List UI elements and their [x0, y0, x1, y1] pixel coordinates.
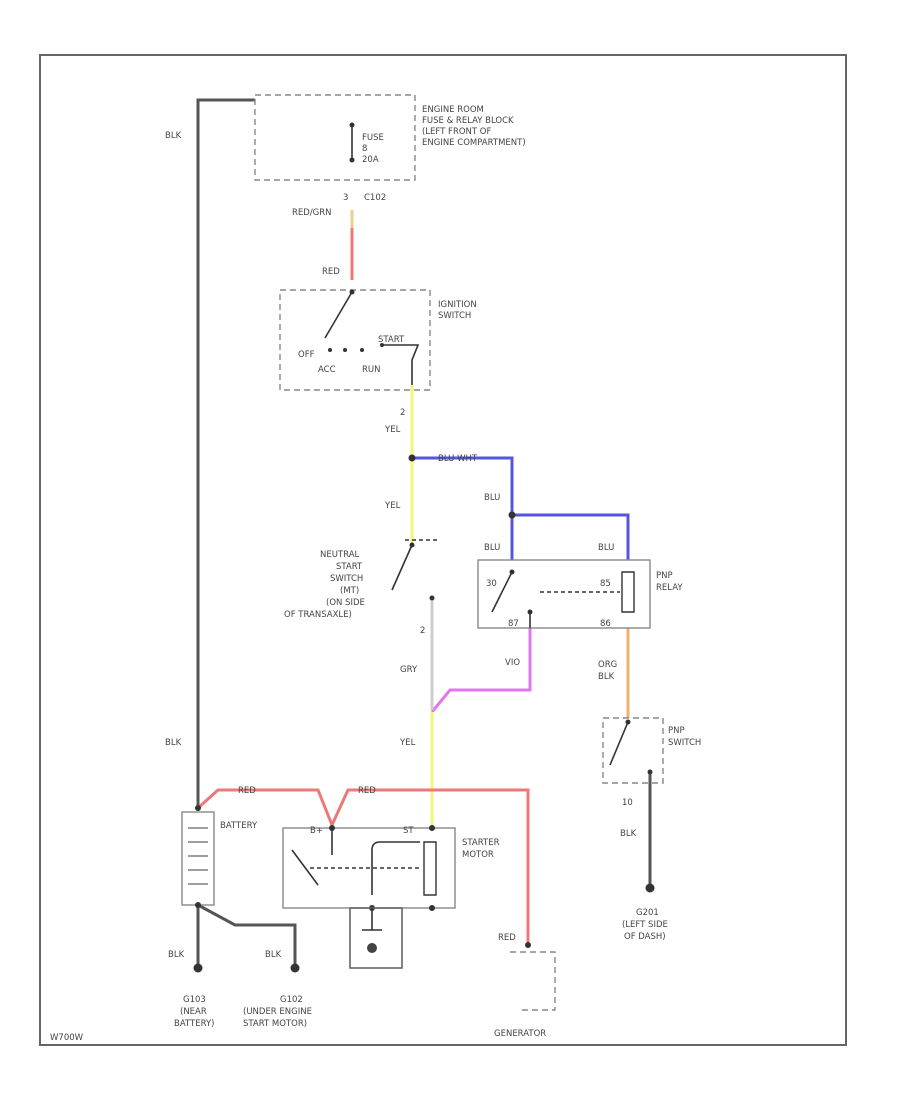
ground-g201-label-3: OF DASH) — [624, 932, 666, 942]
figure-id: W700W — [50, 1033, 84, 1043]
ign-pos-start: START — [378, 335, 405, 345]
ground-g102-label-3: START MOTOR) — [243, 1019, 307, 1029]
ground-g201-icon — [645, 883, 655, 893]
wire-blk-gnd2-label: BLK — [265, 950, 282, 960]
ground-g102-label-1: G102 — [280, 995, 303, 1005]
wire-red-ign-label: RED — [322, 267, 340, 277]
wire-vio-label: VIO — [505, 658, 520, 668]
relay-pin-30: 30 — [486, 579, 497, 589]
wire-blu-relay-86 — [512, 513, 630, 560]
ignition-switch-label-1: IGNITION — [438, 300, 477, 310]
relay-label-1: PNP — [656, 571, 673, 581]
splice-blu — [508, 511, 516, 519]
ground-g103-label-3: BATTERY) — [174, 1019, 214, 1029]
ground-g103-label-2: (NEAR — [180, 1007, 207, 1017]
ground-g103-label-1: G103 — [183, 995, 206, 1005]
wire-blk-g102 — [197, 903, 297, 965]
battery — [181, 811, 215, 906]
pin-pnp-label: 10 — [622, 798, 633, 808]
fuse-block-label-2: FUSE & RELAY BLOCK — [422, 116, 514, 126]
wire-blu-2-label: BLU — [484, 543, 500, 553]
wire-blk-main — [196, 98, 255, 808]
neutral-switch-label-1: NEUTRAL — [320, 550, 360, 560]
ground-g201-label-2: (LEFT SIDE — [622, 920, 668, 930]
ign-pos-off: OFF — [298, 350, 315, 360]
wire-red-2-label: RED — [358, 786, 376, 796]
pnp-switch-label-1: PNP — [668, 726, 685, 736]
pnp-switch-label-2: SWITCH — [668, 738, 701, 748]
starter-label-2: MOTOR — [462, 850, 494, 860]
starter-pin-st: ST — [403, 826, 414, 836]
ground-g102-icon — [290, 963, 300, 973]
wire-blk-pnp-label: BLK — [620, 829, 637, 839]
starter-label-1: STARTER — [462, 838, 500, 848]
fuse-label-1: FUSE — [362, 133, 384, 143]
neutral-switch-label-3: SWITCH — [330, 574, 363, 584]
ground-g102-label-2: (UNDER ENGINE — [243, 1007, 312, 1017]
pin-ign-label: 2 — [400, 408, 405, 418]
wire-red-1-label: RED — [238, 786, 256, 796]
neutral-switch-label-2: START — [336, 562, 363, 572]
starter-pin-b: B+ — [310, 826, 323, 836]
wire-blk-left-top-label: BLK — [165, 131, 182, 141]
relay-pin-87: 87 — [508, 619, 519, 629]
starter-coil — [423, 841, 437, 896]
starter-winding — [371, 841, 420, 895]
wire-org-blk-label-2: BLK — [598, 672, 615, 682]
generator — [510, 951, 556, 1011]
wire-gry-label: GRY — [400, 665, 418, 675]
wire-blu-1-label: BLU — [484, 493, 500, 503]
fuse-block-label-3: (LEFT FRONT OF — [422, 127, 491, 137]
wire-yel-2-label: YEL — [384, 501, 401, 511]
starter-armature — [349, 907, 403, 969]
ground-g201-label-1: G201 — [636, 908, 659, 918]
fuse-label-2: 8 — [362, 144, 367, 154]
wire-blk-gnd1-label: BLK — [168, 950, 185, 960]
wire-blu-3-label: BLU — [598, 543, 614, 553]
wire-blu-wht-label: BLU WHT — [438, 454, 478, 464]
wire-yel-1-label: YEL — [384, 425, 401, 435]
wire-red-grn-label: RED/GRN — [292, 208, 332, 218]
ignition-switch-label-2: SWITCH — [438, 311, 471, 321]
pnp-switch — [602, 717, 664, 784]
neutral-switch-blade — [391, 544, 413, 591]
relay-label-2: RELAY — [656, 583, 683, 593]
relay-contact — [491, 571, 513, 613]
pnp-relay — [477, 559, 651, 629]
splice-yel — [408, 454, 416, 462]
ignition-start-contact — [382, 344, 420, 385]
fuse-block-label-4: ENGINE COMPARTMENT) — [422, 138, 526, 148]
wire-org-blk-label-1: ORG — [598, 660, 617, 670]
ign-pos-acc: ACC — [318, 365, 336, 375]
wire-blu-relay-30 — [412, 456, 514, 560]
battery-label: BATTERY — [220, 821, 258, 831]
ign-pos-run: RUN — [362, 365, 381, 375]
neutral-switch-label-4: (MT) — [340, 586, 359, 596]
neutral-switch-label-5: (ON SIDE — [326, 598, 365, 608]
diagram-frame — [39, 54, 847, 1046]
neutral-switch-label-6: OF TRANSAXLE) — [284, 610, 352, 620]
generator-label: GENERATOR — [494, 1029, 546, 1039]
ignition-switch — [279, 289, 431, 391]
fuse-label-3: 20A — [362, 155, 379, 165]
fuse-relay-block — [254, 94, 416, 181]
pin-fuse-label: 3 — [343, 193, 348, 203]
wire-vio — [430, 628, 532, 713]
pnp-switch-blade — [609, 721, 629, 766]
starter-solenoid-contact — [291, 849, 319, 886]
relay-coil — [621, 571, 635, 613]
wire-yel-3-label: YEL — [399, 738, 416, 748]
wire-blk-left-bot-label: BLK — [165, 738, 182, 748]
ignition-switch-blade — [324, 291, 353, 339]
wire-red-gen-label: RED — [498, 933, 516, 943]
connector-c102-label: C102 — [364, 193, 386, 203]
fuse-block-label-1: ENGINE ROOM — [422, 105, 484, 115]
pin-nss-label: 2 — [420, 626, 425, 636]
ground-g103-icon — [193, 963, 203, 973]
relay-pin-85: 85 — [600, 579, 611, 589]
relay-pin-86: 86 — [600, 619, 611, 629]
battery-cells — [188, 827, 208, 885]
starter-ground-icon — [367, 943, 377, 953]
